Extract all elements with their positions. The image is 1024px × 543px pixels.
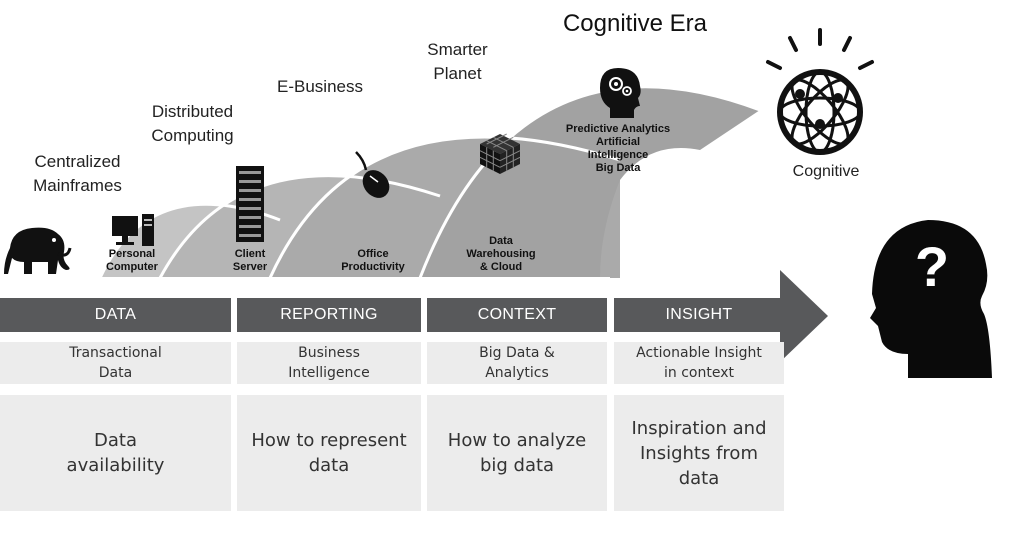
- column-description-context: How to analyze big data: [427, 395, 607, 511]
- data-cube-icon: [479, 133, 521, 174]
- arc-4-edge: [418, 85, 761, 279]
- mouse-icon: [355, 151, 390, 198]
- arc-4: [420, 86, 760, 278]
- ground-base: [0, 277, 610, 280]
- column-header-context: CONTEXT: [427, 298, 607, 332]
- era-label-distributed: Distributed Computing: [151, 102, 234, 145]
- personal-computer-icon: [112, 214, 154, 246]
- icon-label-predictive-analytics: Predictive Analytics Artificial Intellig…: [565, 123, 671, 174]
- column-subtitle-insight: Actionable Insight in context: [614, 342, 784, 384]
- column-header-insight: INSIGHT: [614, 298, 784, 332]
- arc-3-edge: [268, 135, 621, 279]
- cognitive-label: Cognitive: [792, 163, 860, 180]
- icon-label-data-warehousing: Data Warehousing & Cloud: [466, 235, 536, 273]
- column-header-data: DATA: [0, 298, 231, 332]
- question-head-icon: ?: [870, 220, 992, 378]
- column-subtitle-data: Transactional Data: [0, 342, 231, 384]
- column-subtitle-reporting: Business Intelligence: [237, 342, 421, 384]
- mammoth-icon: [4, 227, 72, 274]
- arc-2-edge: [158, 174, 441, 279]
- column-subtitle-context: Big Data & Analytics: [427, 342, 607, 384]
- server-icon: [236, 166, 264, 242]
- question-mark-glyph: ?: [915, 235, 949, 298]
- era-label-mainframes: Centralized Mainframes: [33, 152, 122, 195]
- icon-label-client-server: Client Server: [232, 248, 268, 273]
- era-label-smarter-planet: Smarter Planet: [427, 40, 488, 83]
- icon-label-personal-computer: Personal Computer: [106, 248, 158, 273]
- column-description-data: Data availability: [0, 395, 231, 511]
- column-header-reporting: REPORTING: [237, 298, 421, 332]
- column-description-insight: Inspiration and Insights from data: [614, 395, 784, 511]
- era-label-ebusiness: E-Business: [277, 77, 363, 96]
- era-arcs: [0, 85, 761, 280]
- page-title: Cognitive Era: [562, 10, 708, 37]
- icon-label-office-productivity: Office Productivity: [341, 248, 405, 273]
- column-description-reporting: How to represent data: [237, 395, 421, 511]
- progress-arrow: [780, 270, 828, 362]
- ai-head-icon: [600, 68, 641, 118]
- cognitive-globe-icon: [766, 28, 874, 155]
